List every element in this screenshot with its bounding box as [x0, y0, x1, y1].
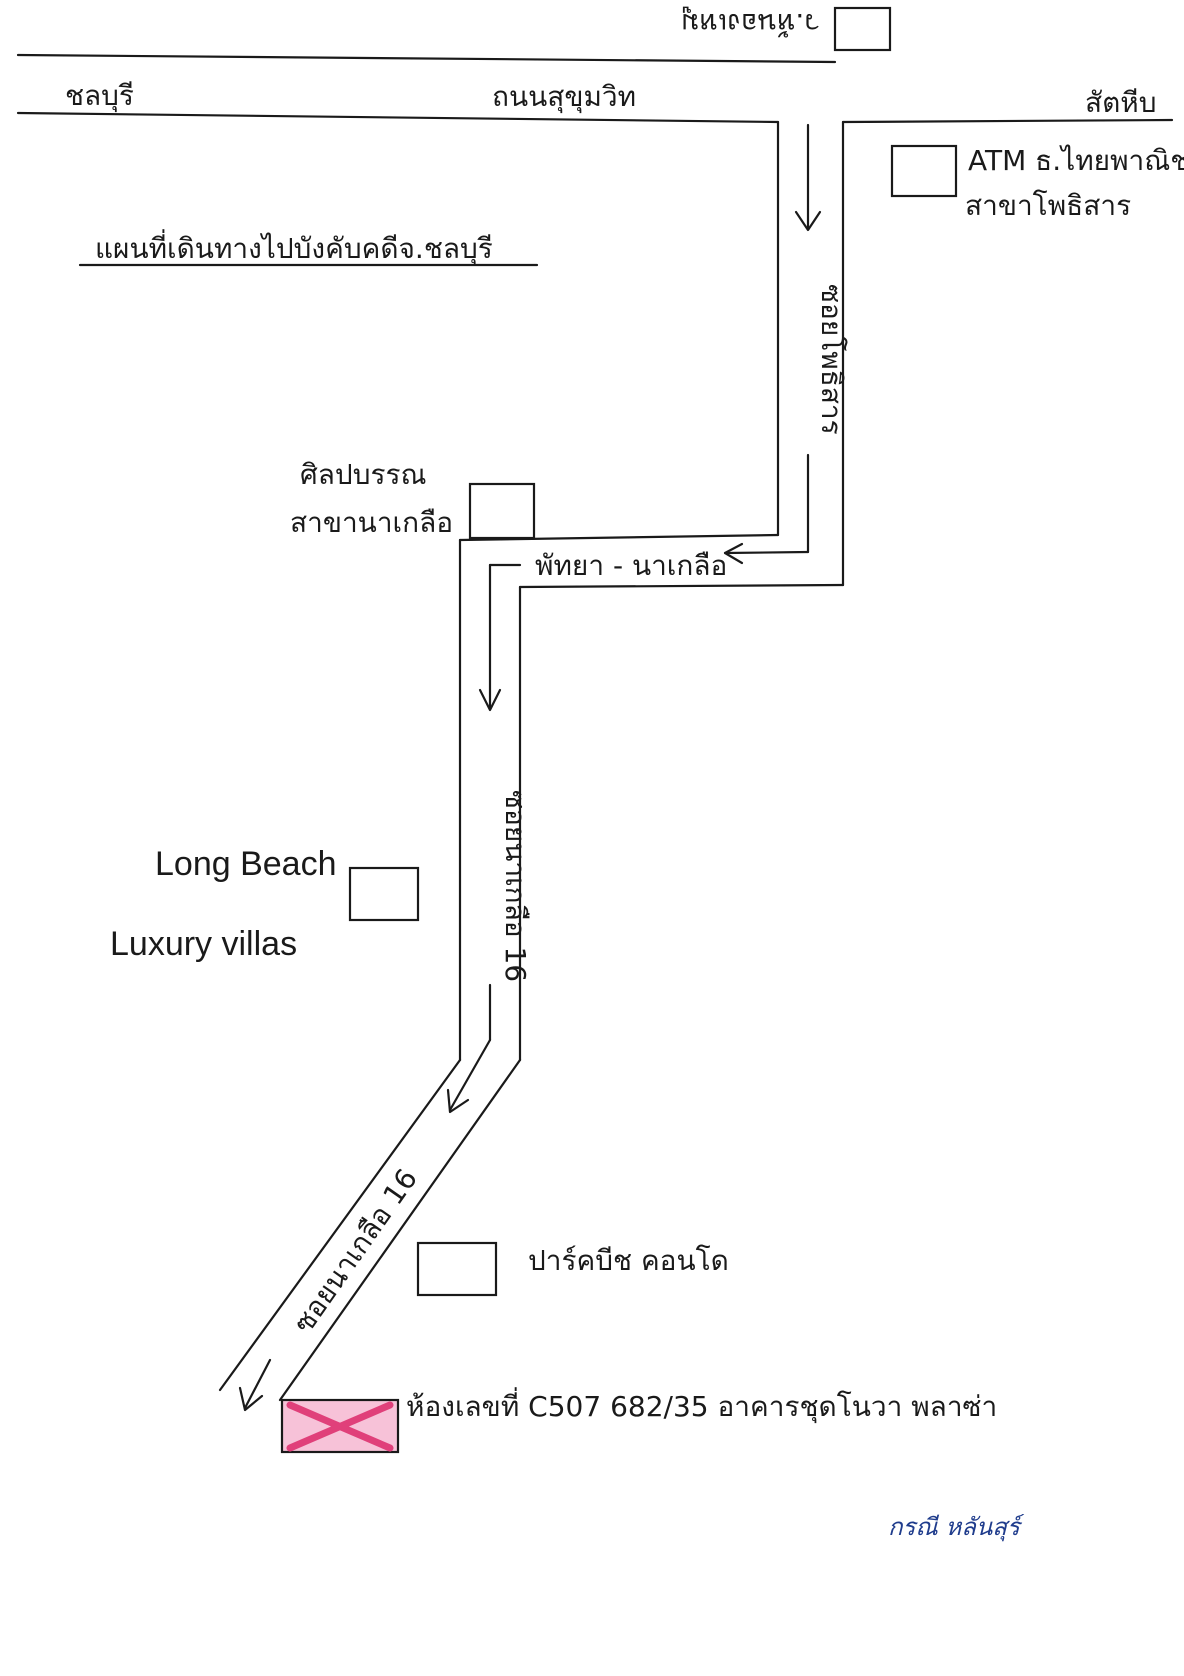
soi-naklua-diag-arrow-1-line: [448, 1038, 492, 1112]
road-label-chonburi: ชลบุรี: [65, 79, 134, 113]
landmark-top-box: [833, 6, 892, 52]
sukhumvit-road-bottom-edge-right: [841, 118, 1174, 124]
landmark-park-beach-label: ปาร์คบีช คอนโด: [528, 1244, 729, 1277]
sukhumvit-road-bottom-edge-left: [16, 111, 780, 124]
landmark-longbeach-box: [348, 866, 420, 922]
signature: กรณี หลันสุร์: [888, 1513, 1025, 1542]
arrow-left-icon: [723, 542, 744, 565]
landmark-atm-label-1: ATM ธ.ไทยพาณิชย์: [968, 144, 1184, 177]
landmark-park-beach-box: [416, 1241, 498, 1297]
soi-naklua-diag-arrow-2-line: [243, 1358, 272, 1410]
landmark-longbeach-label-2: Luxury villas: [110, 925, 297, 963]
map-title: แผนที่เดินทางไปบังคับคดีจ.ชลบุรี: [95, 229, 493, 266]
pattaya-naklua-bottom-edge: [518, 583, 845, 589]
destination-label: ห้องเลขที่ C507 682/35 อาคารชุดโนวา พลาซ…: [406, 1387, 997, 1424]
soi-naklua-16-diag-right-edge: [278, 1058, 522, 1402]
pattaya-naklua-arrow-line: [723, 550, 810, 555]
landmark-top-partial-label: ว.ห้นองเหมู: [681, 6, 820, 40]
landmark-atm-label-2: สาขาโพธิสาร: [965, 189, 1131, 222]
landmark-silpa-label-1: ศิลปบรรณ: [300, 458, 427, 491]
landmark-longbeach-label-1: Long Beach: [155, 845, 337, 883]
sukhumvit-road-top-edge: [16, 53, 837, 64]
road-label-soi-naklua-16-upper: ซอยนาเกลือ 16: [499, 790, 532, 982]
landmark-atm-box: [890, 144, 958, 198]
road-label-sukhumvit: ถนนสุขุมวิท: [492, 80, 636, 114]
arrow-diagonal-icon-1: [446, 1088, 470, 1114]
arrow-down-icon-2: [478, 688, 502, 712]
road-label-pattaya-naklua: พัทยา - นาเกลือ: [535, 549, 727, 582]
road-label-soi-naklua-16-lower: ซอยนาเกลือ 16: [287, 1163, 424, 1339]
destination-x-mark-2: [286, 1401, 394, 1452]
arrow-diagonal-icon-2: [238, 1386, 264, 1412]
arrow-down-icon: [794, 210, 822, 232]
pattaya-naklua-top-edge: [458, 533, 780, 542]
soi-naklua-16-diag-left-edge: [218, 1058, 462, 1392]
road-label-sattahip: สัตหีบ: [1085, 86, 1157, 119]
landmark-silpa-box: [468, 482, 536, 540]
road-label-soi-phothisan: ซอยโพธิสาร: [815, 284, 848, 435]
landmark-silpa-label-2: สาขานาเกลือ: [290, 506, 453, 539]
